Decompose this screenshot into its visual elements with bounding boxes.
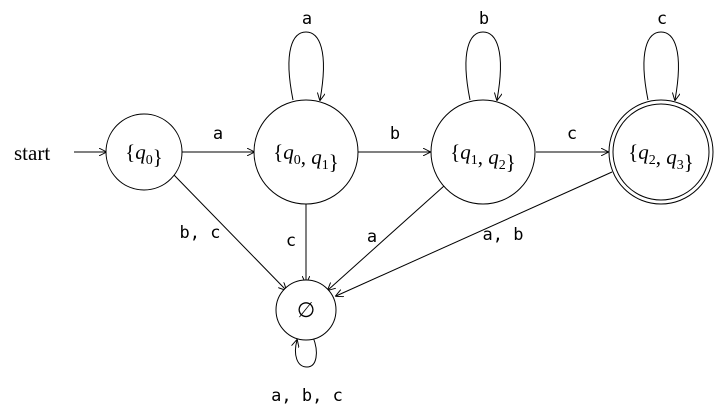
loop-s23 [643, 31, 679, 100]
loop-s23-label: c [657, 9, 667, 29]
loop-empty-label: a, b, c [271, 386, 343, 406]
state-q2-q3-label: {q2, q3} [628, 140, 694, 174]
edge-s01-s12-label: b [390, 124, 400, 144]
edge-s01-empty-label: c [286, 231, 296, 251]
edge-s0-empty-label: b, c [180, 223, 221, 243]
state-q0-q1-label: {q0, q1} [273, 140, 339, 174]
edge-s23-empty-label: a, b [483, 225, 524, 245]
state-q1-q2 [430, 99, 536, 205]
loop-s01-label: a [302, 9, 312, 29]
edge-s12-empty [328, 185, 445, 290]
edge-s12-s23-label: c [567, 124, 577, 144]
state-q0-label: {q0} [125, 140, 163, 169]
state-empty [275, 279, 337, 341]
state-q2-q3 [612, 103, 710, 201]
loop-s12-label: b [479, 9, 489, 29]
edge-s12-empty-label: a [367, 227, 377, 247]
loop-s12 [465, 31, 501, 100]
state-q0-q1 [253, 99, 359, 205]
state-empty-label: ∅ [297, 298, 315, 322]
loop-s01 [288, 31, 324, 100]
edge-s23-empty [336, 171, 613, 296]
start-label: start [14, 141, 50, 165]
state-q0 [105, 113, 183, 191]
loop-empty [295, 336, 317, 368]
state-q1-q2-label: {q1, q2} [450, 140, 516, 174]
edge-s0-s01-label: a [213, 124, 223, 144]
edge-s0-empty [173, 174, 286, 290]
